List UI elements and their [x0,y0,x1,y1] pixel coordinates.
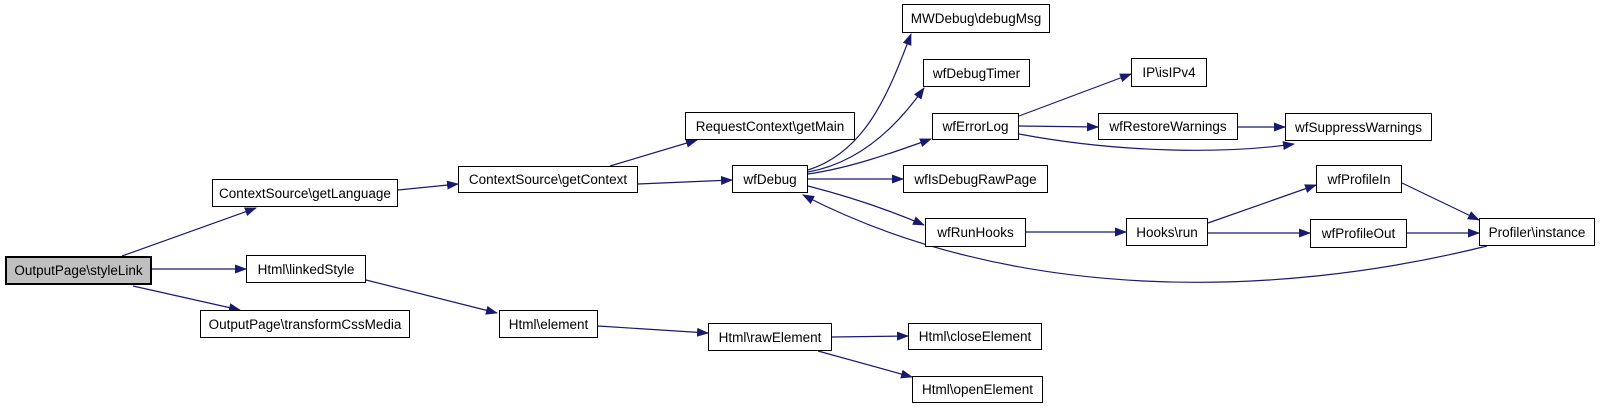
edge-wfdebug-to-mwdebug-debugmsg [807,33,912,171]
edge-wfprofilein-to-profiler-instance [1401,182,1480,221]
node-mwdebug-debugmsg[interactable]: MWDebug\debugMsg [902,4,1050,33]
node-label: RequestContext\getMain [695,118,845,134]
node-label: wfIsDebugRawPage [914,171,1037,187]
node-html-rawelement[interactable]: Html\rawElement [708,323,832,351]
node-outputpage-transformcssmedia[interactable]: OutputPage\transformCssMedia [200,310,410,338]
node-label: wfErrorLog [942,119,1009,134]
edge-wfdebug-to-wfdebugtimer [807,87,925,173]
edge-wfdebug-to-wferrorlog [807,138,932,175]
node-ip-isipv4[interactable]: IP\isIPv4 [1131,58,1207,87]
node-label: Hooks\run [1136,224,1198,240]
edge-layer [121,33,1488,379]
node-label: Html\element [508,316,589,332]
edge-wferrorlog-to-ip-isipv4 [1018,73,1132,117]
node-label: wfRunHooks [937,225,1014,240]
node-html-openelement[interactable]: Html\openElement [912,376,1043,403]
node-label: wfProfileIn [1327,171,1391,187]
edge-outputpage-stylelink-to-outputpage-transformcssmedia [132,285,241,312]
node-label: wfSuppressWarnings [1294,119,1423,135]
node-requestcontext-getmain[interactable]: RequestContext\getMain [685,112,855,140]
node-wfdebug[interactable]: wfDebug [732,165,808,193]
node-label: wfRestoreWarnings [1109,119,1227,134]
edge-html-rawelement-to-html-closeelement [831,331,909,341]
edge-hooks-run-to-wfprofilein [1207,184,1317,224]
edge-profiler-instance-to-wfdebug [802,194,1488,283]
node-label: OutputPage\styleLink [14,263,143,278]
node-label: Html\linkedStyle [257,261,355,277]
node-wfrestorewarnings[interactable]: wfRestoreWarnings [1098,113,1238,140]
node-html-linkedstyle[interactable]: Html\linkedStyle [246,255,366,283]
node-label: ContextSource\getLanguage [219,185,391,201]
node-label: OutputPage\transformCssMedia [208,316,402,332]
node-wfprofilein[interactable]: wfProfileIn [1316,165,1402,193]
node-label: wfProfileOut [1321,226,1396,241]
edge-wferrorlog-to-wfsuppresswarnings [1018,133,1295,151]
edge-contextsource-getcontext-to-requestcontext-getmain [609,138,698,167]
node-label: Profiler\instance [1488,224,1586,240]
node-label: MWDebug\debugMsg [910,11,1042,26]
node-label: IP\isIPv4 [1142,65,1196,80]
node-wfdebugtimer[interactable]: wfDebugTimer [923,59,1030,87]
edge-html-linkedstyle-to-html-element [365,279,498,315]
node-hooks-run[interactable]: Hooks\run [1126,218,1208,246]
edge-contextsource-getlanguage-to-contextsource-getcontext [397,180,459,191]
node-wfprofileout[interactable]: wfProfileOut [1310,219,1407,248]
node-wfisdebugrawpage[interactable]: wfIsDebugRawPage [903,165,1048,193]
node-html-closeelement[interactable]: Html\closeElement [908,323,1042,350]
edge-contextsource-getcontext-to-wfdebug [637,175,733,185]
node-wfsuppresswarnings[interactable]: wfSuppressWarnings [1285,113,1432,141]
node-label: Html\closeElement [918,329,1032,344]
node-outputpage-stylelink[interactable]: OutputPage\styleLink [5,256,152,285]
node-label: Html\rawElement [718,329,822,345]
node-contextsource-getcontext[interactable]: ContextSource\getContext [458,166,638,193]
node-wfrunhooks[interactable]: wfRunHooks [925,218,1026,247]
edge-wferrorlog-to-wfrestorewarnings [1018,122,1099,132]
node-label: Html\openElement [921,382,1034,397]
edge-outputpage-stylelink-to-contextsource-getlanguage [121,207,257,257]
node-html-element[interactable]: Html\element [499,310,598,338]
edge-html-rawelement-to-html-openelement [817,350,913,379]
node-label: ContextSource\getContext [468,172,628,187]
edge-wfdebug-to-wfrunhooks [807,185,925,226]
node-label: wfDebug [743,171,797,187]
node-label: wfDebugTimer [932,65,1021,81]
node-contextsource-getlanguage[interactable]: ContextSource\getLanguage [212,179,398,207]
edge-html-element-to-html-rawelement [597,325,709,337]
node-profiler-instance[interactable]: Profiler\instance [1479,218,1595,246]
node-wferrorlog[interactable]: wfErrorLog [932,113,1019,140]
